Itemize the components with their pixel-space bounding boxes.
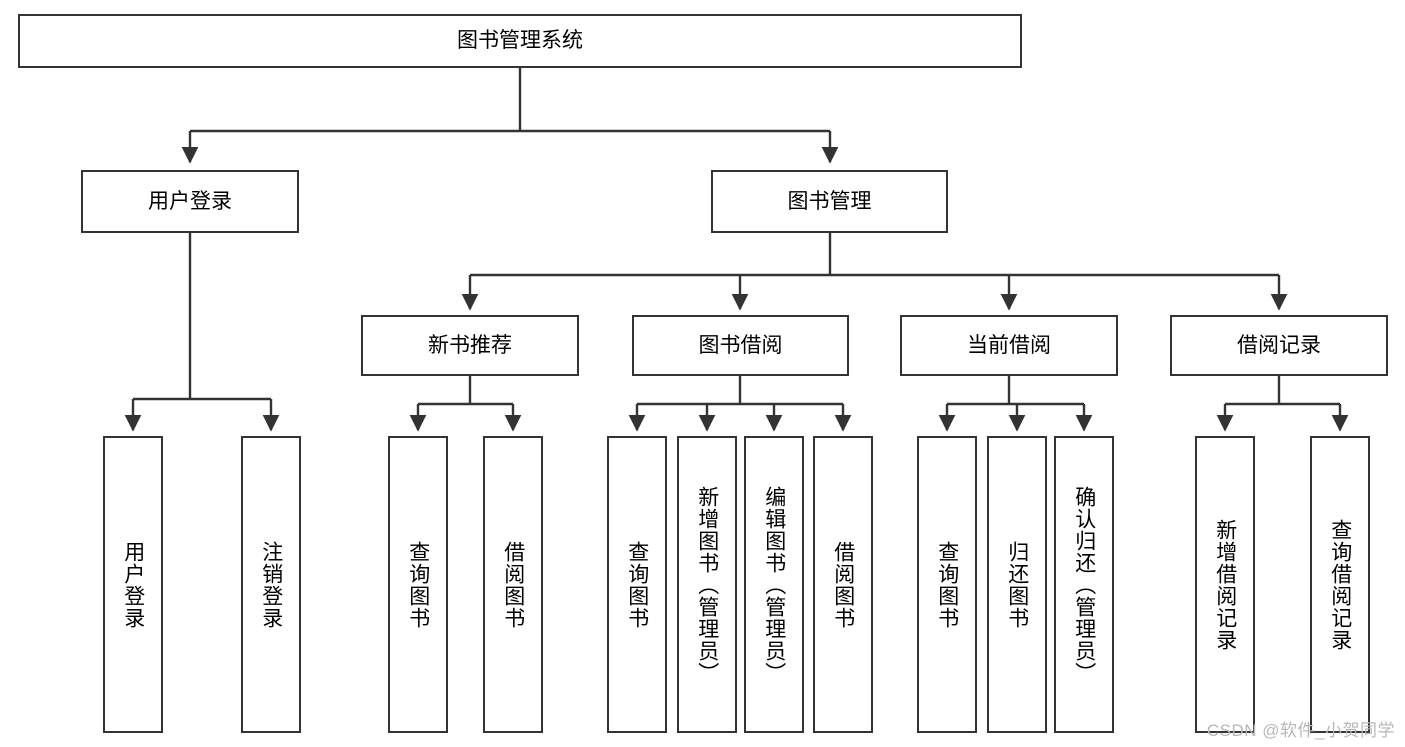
leaf-book-borrow-add-book-admin[interactable]: 新增图书（管理员） <box>677 436 737 733</box>
leaf-current-borrow-confirm-return-admin[interactable]: 确认归还（管理员） <box>1054 436 1114 733</box>
node-label: 用户登录 <box>148 189 232 213</box>
leaf-book-borrow-query-book[interactable]: 查询图书 <box>607 436 667 733</box>
node-label: 新增图书（管理员） <box>695 485 719 684</box>
node-label: 归还图书 <box>1005 540 1029 629</box>
node-label: 查询图书 <box>935 540 959 629</box>
node-label: 图书管理 <box>787 189 872 213</box>
node-label: 查询借阅记录 <box>1328 518 1352 651</box>
node-label: 新增借阅记录 <box>1213 518 1237 651</box>
node-label: 查询图书 <box>625 540 649 629</box>
leaf-current-borrow-return-book[interactable]: 归还图书 <box>987 436 1047 733</box>
node-label: 注销登录 <box>259 540 283 629</box>
node-book-management[interactable]: 图书管理 <box>711 170 948 233</box>
leaf-book-borrow-borrow-book[interactable]: 借阅图书 <box>813 436 873 733</box>
node-label: 当前借阅 <box>967 333 1051 357</box>
node-label: 借阅图书 <box>501 540 525 629</box>
leaf-borrow-record-query-record[interactable]: 查询借阅记录 <box>1310 436 1370 733</box>
node-user-login[interactable]: 用户登录 <box>81 170 299 233</box>
node-label: 借阅记录 <box>1237 333 1321 357</box>
node-current-borrow[interactable]: 当前借阅 <box>900 315 1118 376</box>
node-label: 用户登录 <box>121 540 145 629</box>
leaf-new-book-query-book[interactable]: 查询图书 <box>388 436 448 733</box>
node-borrow-record[interactable]: 借阅记录 <box>1170 315 1388 376</box>
node-root-book-management-system[interactable]: 图书管理系统 <box>18 14 1022 68</box>
node-new-book-recommend[interactable]: 新书推荐 <box>361 315 579 376</box>
leaf-book-borrow-edit-book-admin[interactable]: 编辑图书（管理员） <box>744 436 804 733</box>
leaf-user-login-login[interactable]: 用户登录 <box>103 436 163 733</box>
leaf-current-borrow-query-book[interactable]: 查询图书 <box>917 436 977 733</box>
node-label: 图书管理系统 <box>457 29 583 53</box>
node-label: 查询图书 <box>406 540 430 629</box>
node-label: 新书推荐 <box>428 333 512 357</box>
node-book-borrow[interactable]: 图书借阅 <box>632 315 849 376</box>
node-label: 借阅图书 <box>831 540 855 629</box>
node-label: 编辑图书（管理员） <box>762 485 786 684</box>
leaf-new-book-borrow-book[interactable]: 借阅图书 <box>483 436 543 733</box>
node-label: 图书借阅 <box>698 333 783 357</box>
leaf-user-login-logout[interactable]: 注销登录 <box>241 436 301 733</box>
watermark-text: CSDN @软件_小贺同学 <box>1206 721 1395 740</box>
leaf-borrow-record-add-record[interactable]: 新增借阅记录 <box>1195 436 1255 733</box>
node-label: 确认归还（管理员） <box>1072 485 1096 684</box>
